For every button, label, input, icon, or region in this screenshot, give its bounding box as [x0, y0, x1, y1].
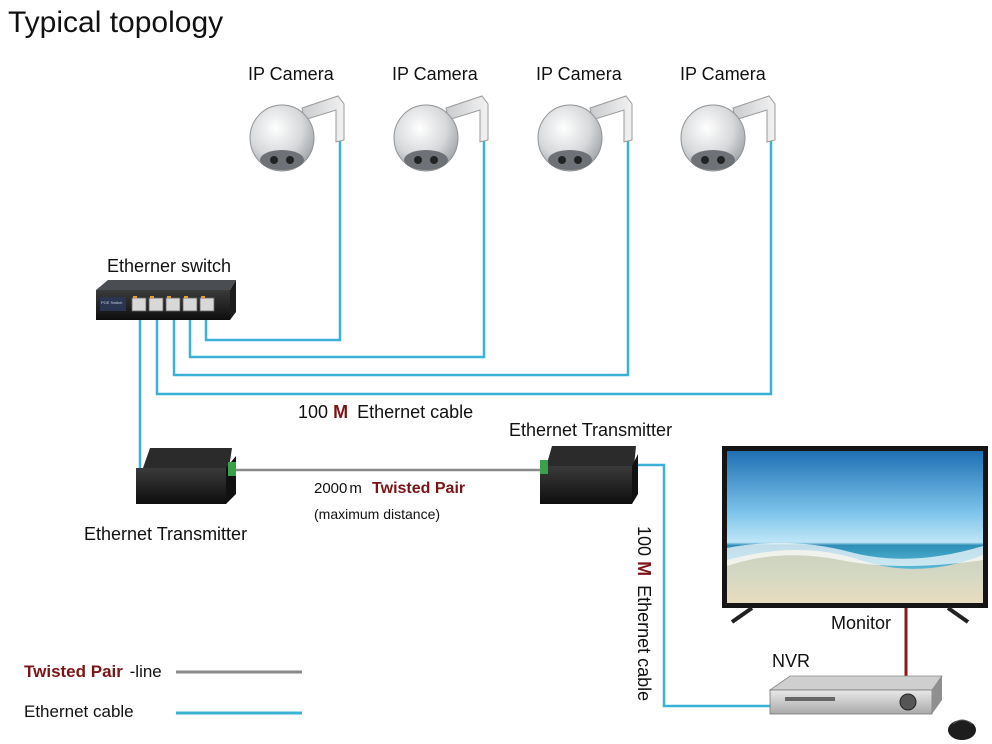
- camera-icon-2: [393, 95, 489, 172]
- cable-vertical-label: 100 M Ethernet cable: [633, 526, 654, 701]
- camera-icon-3: [537, 95, 633, 172]
- cable-vertical-number: 100: [634, 526, 654, 557]
- legend-twisted-suffix: -line: [129, 662, 162, 681]
- cable-camera-4: [155, 140, 773, 396]
- transmitter-right-label: Ethernet Transmitter: [509, 420, 673, 440]
- transmitter-left-label: Ethernet Transmitter: [84, 524, 248, 544]
- twisted-distance: 2000: [314, 480, 348, 497]
- ethernet-switch-icon: [96, 280, 236, 320]
- cable-top-unit: M: [333, 402, 349, 422]
- twisted-pair-note: (maximum distance): [314, 506, 441, 522]
- legend-twisted: Twisted Pair -line: [24, 662, 162, 682]
- twisted-name: Twisted Pair: [372, 480, 466, 497]
- nvr-label: NVR: [772, 651, 811, 671]
- switch-panel-text: POE Switch: [101, 300, 122, 305]
- camera-label-3: IP Camera: [536, 64, 622, 84]
- camera-label-2: IP Camera: [392, 64, 478, 84]
- legend-ethernet: Ethernet cable: [24, 702, 134, 721]
- nvr-icon: [768, 675, 943, 715]
- legend-twisted-name: Twisted Pair: [24, 662, 123, 681]
- page-title: Typical topology: [8, 6, 224, 39]
- cable-top-number: 100: [298, 402, 329, 422]
- twisted-unit: m: [349, 480, 362, 497]
- camera-icon-1: [249, 95, 345, 172]
- camera-icon-4: [680, 95, 776, 172]
- mouse-icon: [948, 719, 976, 740]
- switch-label: Etherner switch: [107, 256, 232, 276]
- monitor-icon: [722, 446, 988, 624]
- cable-top-text: Ethernet cable: [357, 402, 474, 422]
- transmitter-left-icon: [136, 448, 236, 504]
- cable-camera-2: [188, 140, 486, 359]
- cable-vertical-text: Ethernet cable: [634, 585, 654, 702]
- camera-label-1: IP Camera: [248, 64, 334, 84]
- cable-vertical-unit: M: [634, 561, 654, 577]
- monitor-label: Monitor: [831, 613, 892, 633]
- cable-camera-1: [204, 140, 342, 342]
- cable-top-label: 100 M Ethernet cable: [298, 402, 473, 423]
- ethernet-cables-cameras: [138, 140, 778, 708]
- camera-label-4: IP Camera: [680, 64, 766, 84]
- transmitter-right-icon: [540, 446, 638, 504]
- cable-camera-3: [172, 140, 630, 377]
- cable-transmitter-nvr: [636, 463, 778, 708]
